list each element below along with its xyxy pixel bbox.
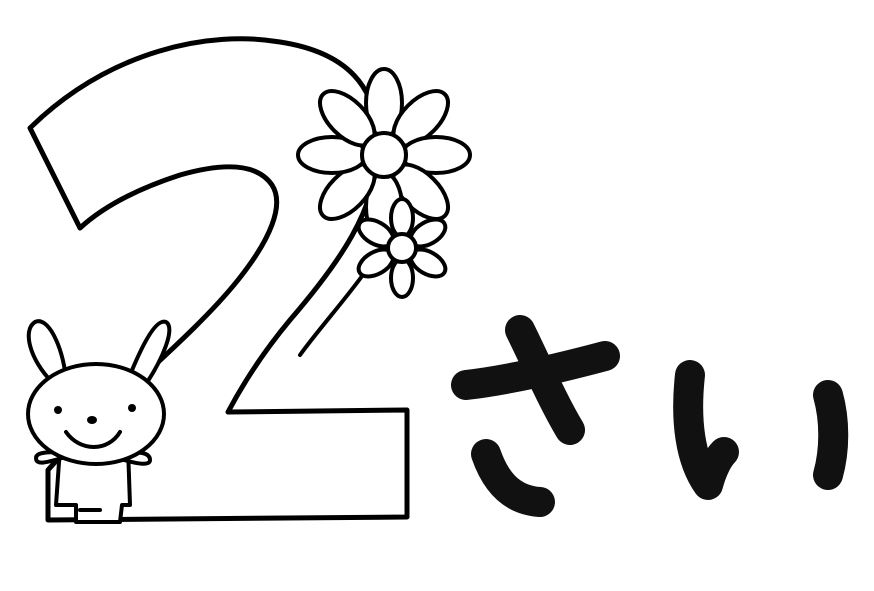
small-flower-icon [356, 197, 448, 299]
flower-stem [298, 270, 367, 357]
bunny-icon [26, 319, 172, 524]
large-flower-icon [296, 67, 472, 243]
age-caption-strokes [451, 315, 849, 517]
